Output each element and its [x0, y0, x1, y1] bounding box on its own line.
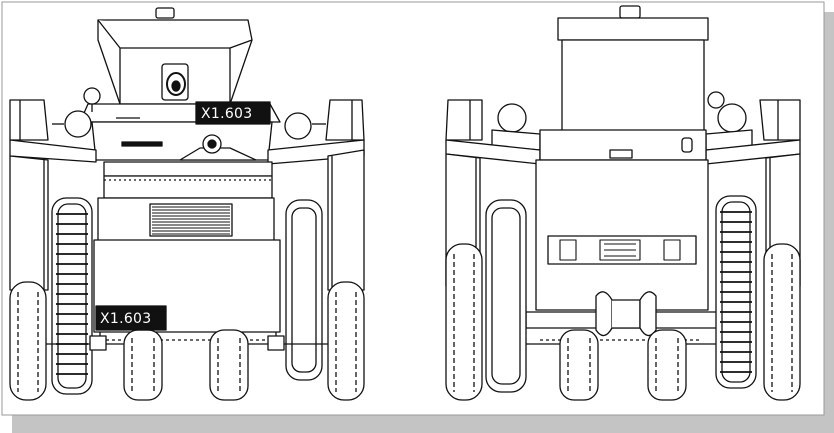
front-spare-chained-tyre — [51, 197, 93, 395]
front-hull-body — [9, 149, 365, 346]
front-headlamps — [52, 87, 326, 140]
plate-lower-text: X1.603 — [100, 311, 151, 327]
rear-wheels — [445, 243, 801, 401]
rear-turret — [557, 5, 709, 135]
rear-spare-tyre — [485, 199, 527, 393]
front-view: X1.603 X1.603 — [9, 7, 365, 401]
rear-upper-hull — [445, 91, 801, 165]
front-wheels — [9, 281, 365, 401]
front-turret — [97, 7, 253, 105]
rear-view — [445, 5, 801, 401]
front-plate-lower: X1.603 — [95, 305, 167, 331]
front-driver-visor — [179, 134, 257, 161]
rear-spare-chained-tyre — [715, 195, 757, 389]
front-spare-tyre — [285, 199, 323, 381]
front-plate-upper: X1.603 — [195, 101, 271, 125]
plate-upper-text: X1.603 — [201, 106, 252, 122]
